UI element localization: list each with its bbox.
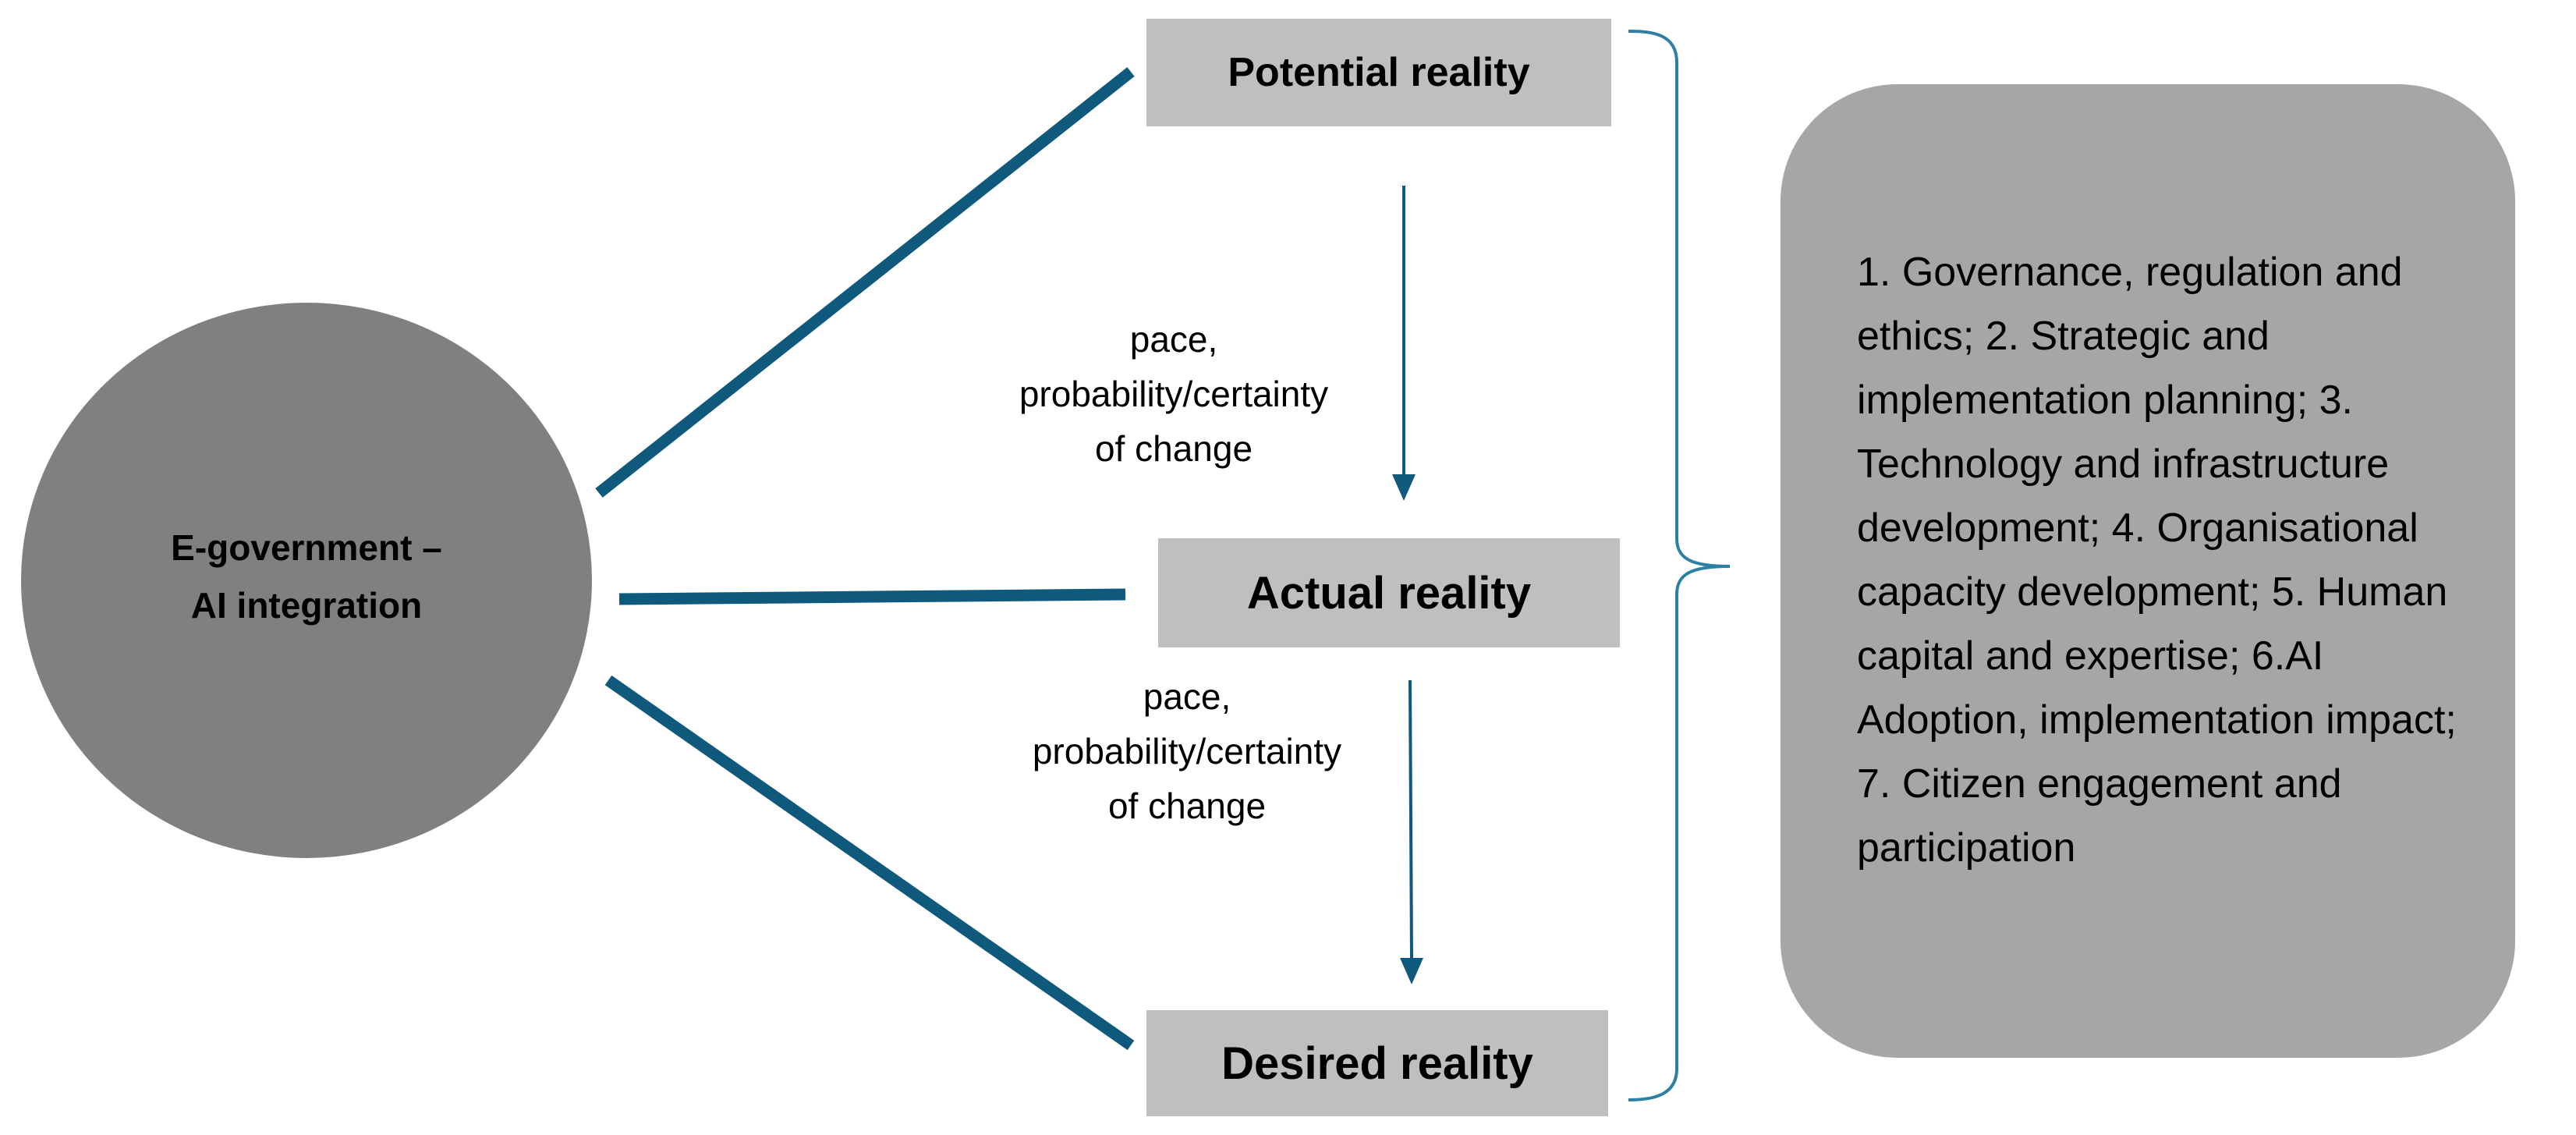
connector-to-potential [595, 67, 1135, 498]
curly-bracket [1628, 30, 1731, 1101]
change-label-potential-actual: pace, probability/certainty of change [1019, 319, 1329, 469]
change-label-actual-desired: pace, probability/certainty of change [1032, 676, 1342, 826]
arrow-actual-to-desired-head [1400, 958, 1423, 984]
e-government-ai-circle: E-government – AI integration [21, 303, 592, 858]
desired-reality-box: Desired reality [1146, 1010, 1608, 1116]
dimensions-panel: 1. Governance, regulation and ethics; 2.… [1781, 84, 2515, 1058]
arrow-potential-to-actual-head [1392, 474, 1416, 501]
actual-reality-box: Actual reality [1158, 538, 1620, 647]
dimensions-text: 1. Governance, regulation and ethics; 2.… [1857, 250, 2457, 871]
connector-to-actual [618, 588, 1126, 605]
center-label: E-government – AI integration [171, 527, 442, 626]
potential-reality-box: Potential reality [1146, 19, 1611, 126]
arrow-actual-to-desired-shaft [1408, 679, 1413, 959]
connector-to-desired [604, 675, 1135, 1051]
